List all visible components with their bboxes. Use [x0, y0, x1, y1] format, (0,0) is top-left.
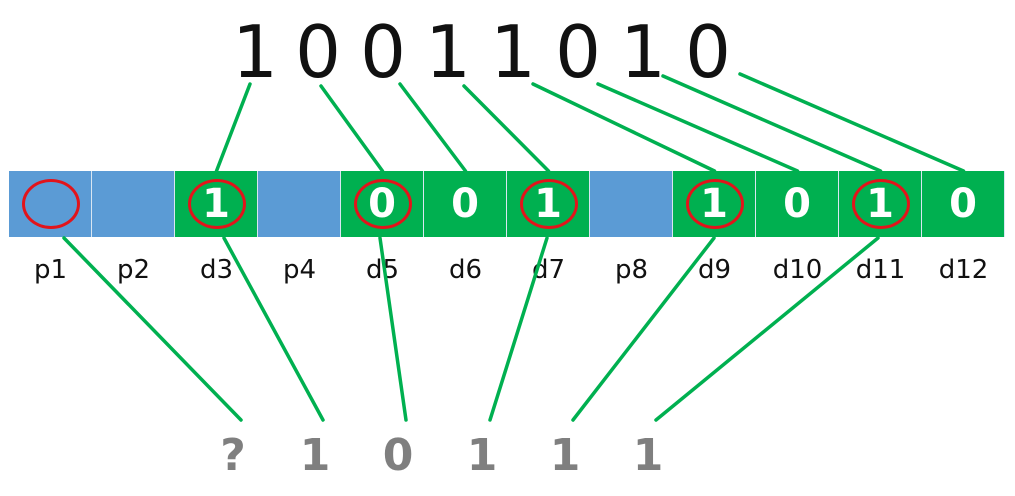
top-connector-line: [398, 82, 468, 173]
cell-label: d7: [531, 255, 566, 285]
red-circle-marker: [187, 179, 246, 229]
top-bit: 1: [232, 10, 278, 94]
top-bit: 1: [425, 10, 471, 94]
top-connector-line: [319, 84, 385, 173]
cell-label: p1: [33, 255, 68, 285]
bottom-bit: 1: [299, 430, 331, 481]
bit-cell: 0: [922, 171, 1005, 237]
bottom-bit: 0: [382, 430, 414, 481]
top-bit: 0: [555, 10, 601, 94]
top-connector-line: [738, 72, 966, 173]
top-connector-line: [596, 82, 800, 173]
red-circle-marker: [851, 179, 910, 229]
cell-label: p2: [116, 255, 151, 285]
top-connector-line: [462, 84, 551, 173]
cell-label: d10: [772, 255, 823, 285]
top-connector-line: [214, 82, 252, 173]
bottom-bit: ?: [220, 430, 246, 481]
cell-label: d9: [697, 255, 732, 285]
bit-cell: [258, 171, 341, 237]
bottom-bit: 1: [549, 430, 581, 481]
cell-value: 0: [949, 181, 977, 227]
bit-cell: 0: [424, 171, 507, 237]
cell-value: 0: [783, 181, 811, 227]
bottom-bit: 1: [466, 430, 498, 481]
cell-value: 0: [451, 181, 479, 227]
top-bit: 1: [620, 10, 666, 94]
bit-cell: 0: [756, 171, 839, 237]
bottom-bit: 1: [632, 430, 664, 481]
bit-cell: [92, 171, 175, 237]
cell-label: d5: [365, 255, 400, 285]
bit-cell: [590, 171, 673, 237]
top-connector-line: [531, 82, 717, 173]
cell-label: p4: [282, 255, 317, 285]
cell-label: d6: [448, 255, 483, 285]
cell-label: d11: [855, 255, 906, 285]
top-bit: 0: [295, 10, 341, 94]
top-bit: 0: [685, 10, 731, 94]
top-bit: 1: [490, 10, 536, 94]
red-circle-marker: [21, 179, 80, 229]
red-circle-marker: [685, 179, 744, 229]
top-bit: 0: [360, 10, 406, 94]
cell-label: d12: [938, 255, 989, 285]
cell-label: d3: [199, 255, 234, 285]
red-circle-marker: [353, 179, 412, 229]
red-circle-marker: [519, 179, 578, 229]
cell-label: p8: [614, 255, 649, 285]
